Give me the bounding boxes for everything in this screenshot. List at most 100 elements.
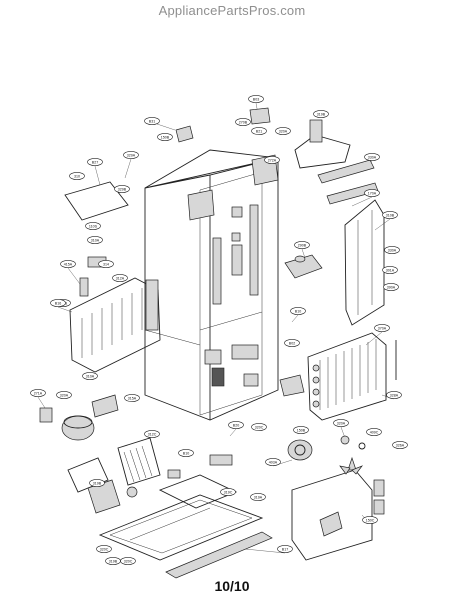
part-callout: 110S (85, 222, 101, 230)
part-callout: B16 (50, 299, 66, 307)
part-callout-label: B27 (92, 160, 98, 164)
part-callout-label: 271A (34, 391, 43, 395)
part-callout: B10 (290, 307, 306, 315)
part-callout-label: 390A (387, 285, 396, 289)
part-callout: 329A (123, 151, 139, 159)
top-hinge-assembly (175, 107, 279, 242)
upper-duct-parts (284, 119, 385, 326)
part-callout-label: 310 (74, 174, 80, 178)
part-callout: 272A (264, 156, 280, 164)
part-callout-label: 320C (124, 559, 133, 563)
part-callout-label: 320A (60, 393, 69, 397)
part-callout: 310 (69, 172, 85, 180)
part-callout-label: 320A (337, 421, 346, 425)
part-callout-label: 312A (116, 276, 125, 280)
part-callout-label: B02 (289, 341, 295, 345)
part-callout-label: 314 (103, 262, 109, 266)
part-callout: 330A (384, 246, 400, 254)
part-callout: 290B (294, 241, 310, 249)
part-callout: 319A (250, 493, 266, 501)
part-callout: 319B (105, 557, 121, 565)
part-callout: 271A (30, 389, 46, 397)
page-number: 10/10 (214, 578, 250, 594)
part-callout-label: B10 (183, 451, 189, 455)
part-callout-label: 301A (386, 268, 395, 272)
part-callout-label: 319B (93, 481, 102, 485)
part-callout-label: 319C (224, 490, 233, 494)
part-callout-label: 320C (100, 547, 109, 551)
part-callout: 403A (265, 458, 281, 466)
part-callout: 415A (60, 260, 76, 268)
part-callout: B27 (87, 158, 103, 166)
fan-and-cover (287, 435, 385, 561)
part-callout: B10 (178, 449, 194, 457)
part-callout-label: B16 (55, 301, 61, 305)
part-callout: 390A (383, 283, 399, 291)
part-callout-label: 310B (386, 213, 395, 217)
part-callout: 320C (120, 557, 136, 565)
part-callout-label: 403A (269, 460, 278, 464)
part-callout-label: 310A (86, 374, 95, 378)
part-callout: 301A (382, 266, 398, 274)
part-callout-label: 150C (366, 518, 375, 522)
part-callout: B31 (144, 117, 160, 125)
part-callout-label: 329B (118, 187, 127, 191)
part-callout: 310B (382, 211, 398, 219)
part-callout: 320A (333, 419, 349, 427)
part-callout: 320A (275, 127, 291, 135)
part-callout: B17 (277, 545, 293, 553)
part-callout: B20 (228, 421, 244, 429)
part-callout-label: 328A (390, 393, 399, 397)
part-callout: 150C (362, 516, 378, 524)
part-callout: 312A (112, 274, 128, 282)
part-callout: 314 (98, 260, 114, 268)
part-callout-label: 150B (297, 428, 306, 432)
part-callout: B03 (248, 95, 264, 103)
part-callout: 328A (386, 391, 402, 399)
part-callout: 320C (251, 423, 267, 431)
part-callout-label: 326A (396, 443, 405, 447)
part-callout: 270B (235, 118, 251, 126)
part-callout-label: 315A (128, 396, 137, 400)
part-callout-label: B10 (295, 309, 301, 313)
part-callout-label: 319B (109, 559, 118, 563)
part-callout-label: 272A (268, 158, 277, 162)
part-callout-label: 310A (91, 238, 100, 242)
part-callout: 370A (374, 324, 390, 332)
part-callout-label: 270B (239, 120, 248, 124)
part-callout: B02 (284, 339, 300, 347)
control-board-assembly (39, 181, 161, 423)
part-callout: 319B (313, 110, 329, 118)
part-callout-label: B03 (253, 97, 259, 101)
part-callout: 319C (220, 488, 236, 496)
part-callout: 315A (124, 394, 140, 402)
part-callout-label: 330A (368, 155, 377, 159)
part-callout-label: 320A (279, 129, 288, 133)
part-callout: 320A (56, 391, 72, 399)
part-callout: 319B (89, 479, 105, 487)
part-callout-label: 170A (368, 191, 377, 195)
part-callout-label: B31 (149, 119, 155, 123)
compressor-assembly (61, 394, 238, 514)
part-callout-label: 150B (161, 135, 170, 139)
part-callout-label: 319A (254, 495, 263, 499)
part-callout: 326A (392, 441, 408, 449)
part-callout-label: 330A (388, 248, 397, 252)
part-callout: 320C (96, 545, 112, 553)
part-callout-label: 319B (317, 112, 326, 116)
part-callout-label: 415A (64, 262, 73, 266)
part-callout: 170A (364, 189, 380, 197)
part-callout: B21 (251, 127, 267, 135)
part-callout-label: 110S (89, 224, 98, 228)
part-callout-label: B17 (282, 547, 288, 551)
part-callout: 150B (157, 133, 173, 141)
part-callout: 409C (366, 428, 382, 436)
part-callout-label: 290B (298, 243, 307, 247)
part-callout: 310A (87, 236, 103, 244)
base-pan (98, 494, 273, 579)
part-callout: 329B (114, 185, 130, 193)
part-callout: 330A (364, 153, 380, 161)
refrigerator-cabinet (144, 149, 279, 421)
part-callout-label: B21 (256, 129, 262, 133)
part-callout: 310A (82, 372, 98, 380)
